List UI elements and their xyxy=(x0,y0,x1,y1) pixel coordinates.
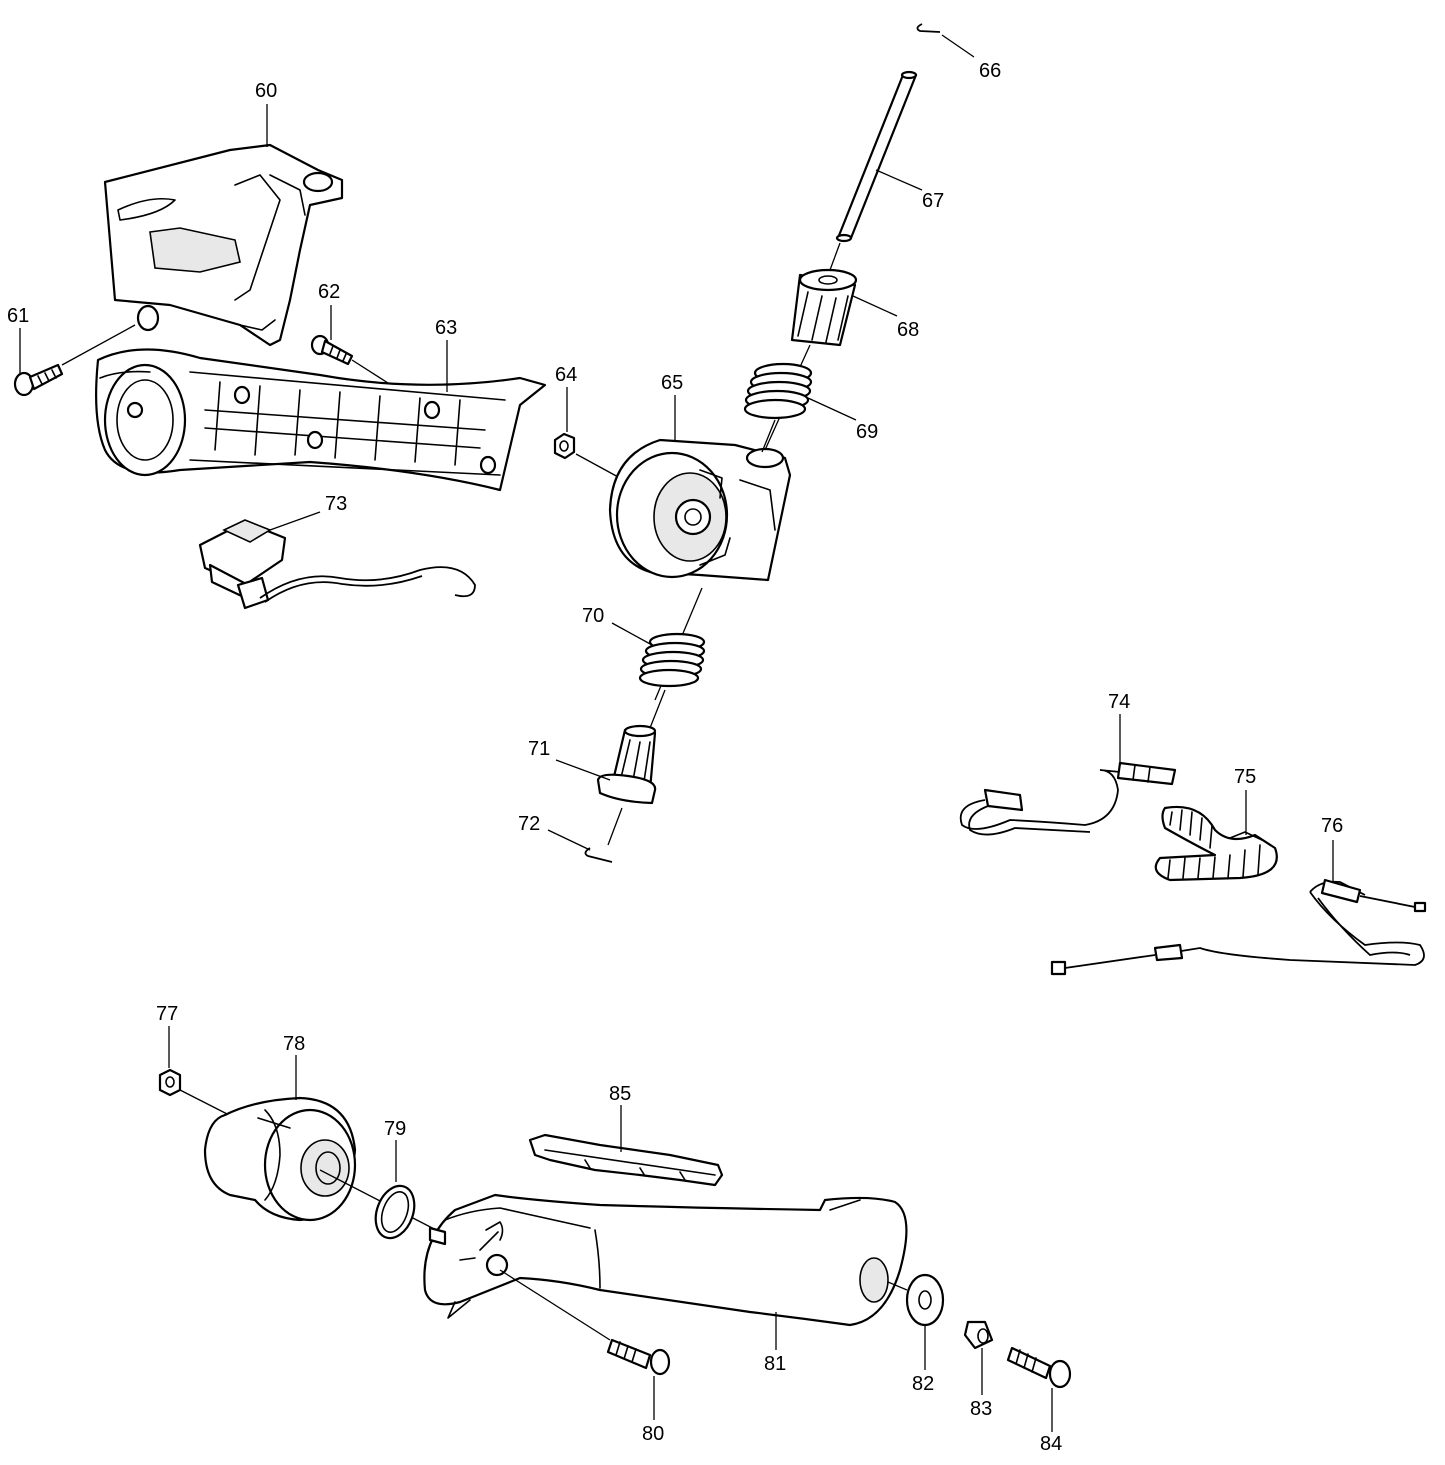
part-77-label: 77 xyxy=(156,1003,178,1025)
part-69-label: 69 xyxy=(856,421,878,443)
part-79-label: 79 xyxy=(384,1118,406,1140)
part-73-label: 73 xyxy=(325,493,347,515)
part-72-label: 72 xyxy=(518,813,540,835)
part-61-label: 61 xyxy=(7,305,29,327)
part-67-label: 67 xyxy=(922,190,944,212)
part-70-spring xyxy=(611,622,706,729)
part-83-label: 83 xyxy=(970,1398,992,1420)
part-76-throttle-cable xyxy=(1050,840,1427,976)
part-75-label: 75 xyxy=(1234,766,1256,788)
part-80-bolt xyxy=(499,1269,671,1420)
part-60-label: 60 xyxy=(255,80,277,102)
part-68-label: 68 xyxy=(897,319,919,341)
part-69-spring xyxy=(743,362,857,453)
part-81-label: 81 xyxy=(764,1353,786,1375)
part-74-wire-harness xyxy=(959,714,1177,836)
part-65-label: 65 xyxy=(661,372,683,394)
part-85-label: 85 xyxy=(609,1083,631,1105)
part-79-o-ring xyxy=(374,1140,416,1240)
part-80-label: 80 xyxy=(642,1423,664,1445)
part-68-bushing xyxy=(790,268,898,379)
part-62-label: 62 xyxy=(318,281,340,303)
part-75-coiled-tube xyxy=(1154,790,1278,882)
part-71-label: 71 xyxy=(528,738,550,760)
part-76-label: 76 xyxy=(1321,815,1343,837)
part-78-grip-knob xyxy=(203,1055,441,1233)
part-73-switch xyxy=(198,511,476,610)
part-63-handle-half xyxy=(95,340,547,492)
part-62-screw xyxy=(310,305,389,384)
part-83-nut xyxy=(963,1320,994,1395)
part-84-label: 84 xyxy=(1040,1433,1062,1455)
part-70-label: 70 xyxy=(582,605,604,627)
part-63-label: 63 xyxy=(435,317,457,339)
part-78-label: 78 xyxy=(283,1033,305,1055)
part-81-main-handle xyxy=(423,1193,908,1350)
part-71-bushing xyxy=(555,724,657,846)
part-60-bracket xyxy=(103,104,344,347)
part-82-washer xyxy=(887,1273,945,1370)
part-85-grip-strip xyxy=(528,1105,724,1187)
part-77-nut xyxy=(158,1026,236,1119)
part-65-housing xyxy=(608,395,792,701)
part-67-shaft xyxy=(829,70,923,271)
part-72-clip xyxy=(547,829,613,863)
part-64-label: 64 xyxy=(555,364,577,386)
part-64-nut xyxy=(553,387,621,479)
part-61-screw xyxy=(13,324,136,397)
part-66-label: 66 xyxy=(979,60,1001,82)
part-66-clip xyxy=(916,23,975,58)
part-84-bolt xyxy=(1006,1346,1072,1432)
part-74-label: 74 xyxy=(1108,691,1130,713)
part-82-label: 82 xyxy=(912,1373,934,1395)
